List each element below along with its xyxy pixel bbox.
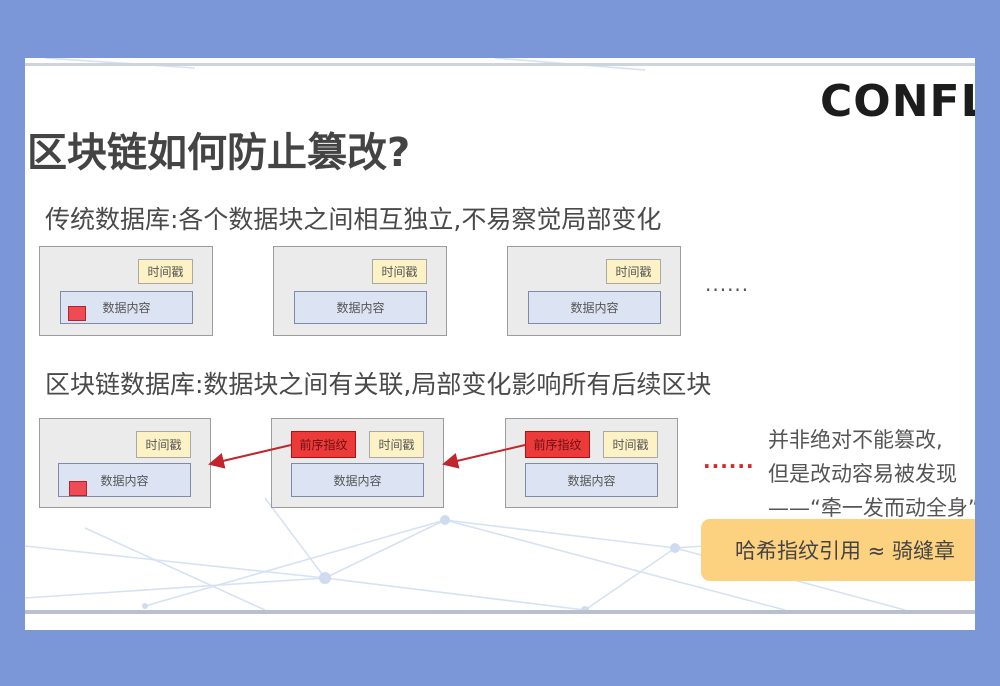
traditional-block-3: 时间戳 数据内容 xyxy=(507,246,681,336)
timestamp-field: 时间戳 xyxy=(136,431,191,458)
tamper-mark xyxy=(68,306,86,321)
slide: CONFLU 区块链如何防止篡改? 传统数据库:各个数据块之间相互独立,不易察觉… xyxy=(25,58,975,630)
data-content-field: 数据内容 xyxy=(525,463,658,497)
tamper-mark xyxy=(69,481,87,496)
traditional-block-2: 时间戳 数据内容 xyxy=(273,246,447,336)
top-divider xyxy=(25,63,975,66)
data-content-field: 数据内容 xyxy=(294,291,427,324)
callout-box: 哈希指纹引用 ≈ 骑缝章 xyxy=(701,519,975,581)
ellipsis: ······ xyxy=(703,454,755,478)
note-line-1: 并非绝对不能篡改, xyxy=(768,428,943,452)
timestamp-field: 时间戳 xyxy=(138,259,193,284)
timestamp-field: 时间戳 xyxy=(372,259,427,284)
previous-hash-field: 前序指纹 xyxy=(291,431,356,458)
previous-hash-field: 前序指纹 xyxy=(525,431,590,458)
callout-text: 哈希指纹引用 ≈ 骑缝章 xyxy=(735,539,955,563)
slide-title: 区块链如何防止篡改? xyxy=(27,130,411,176)
data-content-field: 数据内容 xyxy=(291,463,424,497)
ellipsis: ······ xyxy=(705,278,750,302)
note-line-2: 但是改动容易被发现 xyxy=(768,462,957,486)
blockchain-block-1: 时间戳 数据内容 xyxy=(39,418,211,508)
note-line-3: ——“牵一发而动全身” xyxy=(768,496,975,520)
timestamp-field: 时间戳 xyxy=(369,431,424,458)
bottom-divider xyxy=(25,610,975,614)
data-content-field: 数据内容 xyxy=(528,291,661,324)
traditional-block-1: 时间戳 数据内容 xyxy=(39,246,213,336)
blockchain-db-heading: 区块链数据库:数据块之间有关联,局部变化影响所有后续区块 xyxy=(45,370,712,399)
blockchain-block-2: 前序指纹 时间戳 数据内容 xyxy=(271,418,444,508)
timestamp-field: 时间戳 xyxy=(603,431,658,458)
timestamp-field: 时间戳 xyxy=(606,259,661,284)
blockchain-block-3: 前序指纹 时间戳 数据内容 xyxy=(505,418,678,508)
traditional-db-heading: 传统数据库:各个数据块之间相互独立,不易察觉局部变化 xyxy=(45,205,662,234)
brand-logo: CONFLU xyxy=(820,76,975,127)
